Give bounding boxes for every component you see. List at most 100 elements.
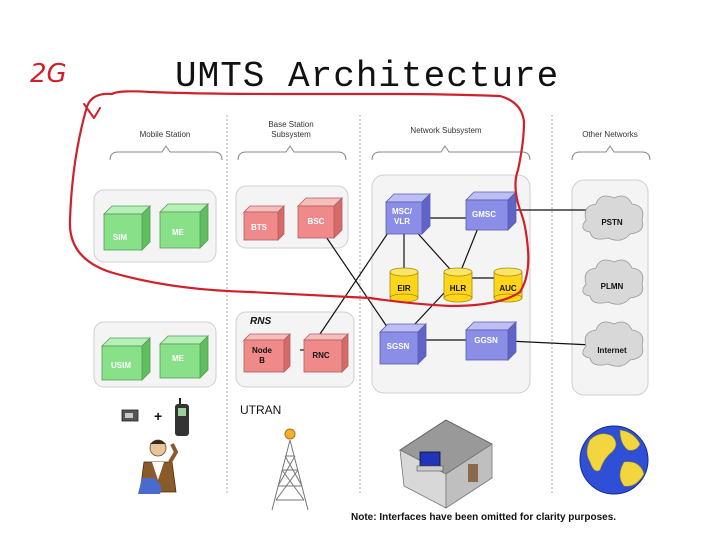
- me-umts-side: [199, 335, 209, 379]
- bsc-label: BSC: [308, 217, 325, 226]
- rnc-box: RNC: [303, 333, 349, 373]
- ggsn-label: GGSN: [474, 336, 498, 345]
- rnc-top: [303, 333, 349, 341]
- me-gsm-box: ME: [159, 203, 209, 249]
- usim-side: [141, 337, 151, 381]
- nodeb-top: [243, 333, 291, 341]
- globe-continent-1: [586, 433, 617, 472]
- me-gsm-front: [159, 211, 201, 249]
- nodeb-side: [283, 333, 291, 373]
- ggsn-box: GGSN: [465, 321, 517, 361]
- auc-top: [493, 267, 523, 277]
- plmn-label: PLMN: [601, 282, 624, 291]
- ggsn-top: [465, 321, 517, 331]
- hlr-top: [443, 267, 473, 277]
- bts-side: [277, 205, 285, 241]
- globe-icon: [579, 425, 649, 495]
- gmsc-top: [465, 191, 517, 201]
- internet-cloud: Internet: [582, 321, 644, 367]
- rnc-label: RNC: [312, 351, 330, 360]
- antenna-tower-icon: [271, 428, 309, 511]
- nodeb-label-line2: B: [259, 356, 265, 365]
- hlr-cylinder: HLR: [443, 267, 473, 303]
- msc-vlr-box: MSC/ VLR: [385, 193, 431, 235]
- bts-top: [243, 205, 285, 213]
- msc-label-line2: VLR: [394, 217, 410, 226]
- brace-bss: [237, 145, 347, 161]
- hlr-bottom: [443, 293, 473, 303]
- tower-frame: [271, 439, 309, 511]
- me-umts-box: ME: [159, 335, 209, 379]
- globe-continent-2: [619, 429, 641, 451]
- pstn-cloud: PSTN: [582, 195, 644, 241]
- brace-mobile: [109, 145, 223, 161]
- rnc-front: [303, 339, 343, 373]
- header-bss-line2: Subsystem: [271, 130, 311, 139]
- column-separators: [226, 115, 553, 495]
- footnote: Note: Interfaces have been omitted for c…: [351, 512, 616, 523]
- usim-front: [101, 345, 143, 381]
- plus-sign: +: [154, 408, 162, 424]
- tower-braces: [275, 455, 305, 501]
- brace-network: [371, 145, 531, 161]
- mobile-phone-icon: [175, 398, 189, 436]
- eir-top: [389, 267, 419, 277]
- rns-label: RNS: [250, 316, 271, 327]
- utran-label: UTRAN: [240, 403, 281, 417]
- plmn-cloud-shape: [582, 259, 644, 305]
- header-network-subsystem: Network Subsystem: [410, 126, 481, 135]
- sim-box: SIM: [103, 205, 151, 251]
- nodeb-front: [243, 339, 285, 373]
- gmsc-front: [465, 199, 509, 231]
- sgsn-label: SGSN: [387, 342, 410, 351]
- header-other-networks: Other Networks: [582, 130, 638, 139]
- msc-label-line1: MSC/: [392, 207, 413, 216]
- sim-front: [103, 213, 143, 251]
- header-mobile-station: Mobile Station: [140, 130, 191, 139]
- rnc-side: [341, 333, 349, 373]
- msc-front: [385, 201, 423, 235]
- handwritten-2g-label: 2G: [30, 59, 67, 89]
- usim-box: USIM: [101, 337, 151, 381]
- auc-label: AUC: [499, 284, 517, 293]
- computer-monitor: [419, 451, 441, 467]
- bsc-box: BSC: [297, 197, 343, 239]
- me-umts-front: [159, 343, 201, 379]
- brace-other: [571, 145, 651, 161]
- internet-cloud-shape: [582, 321, 644, 367]
- sim-card-chip: [125, 413, 133, 418]
- sim-side: [141, 205, 151, 251]
- auc-cylinder: AUC: [493, 267, 523, 303]
- person-hair: [150, 440, 166, 444]
- me-gsm-label: ME: [172, 228, 185, 237]
- sgsn-front: [379, 331, 419, 365]
- page-title: UMTS Architecture: [175, 56, 559, 97]
- sgsn-box: SGSN: [379, 323, 427, 365]
- bts-label: BTS: [251, 223, 268, 232]
- header-bss-line1: Base Station: [268, 120, 313, 129]
- sim-card-icon: [121, 409, 139, 422]
- house-icon: [399, 419, 493, 509]
- gmsc-box: GMSC: [465, 191, 517, 231]
- pstn-cloud-shape: [582, 195, 644, 241]
- eir-label: EIR: [397, 284, 411, 293]
- person-pants: [138, 478, 162, 494]
- computer-keyboard: [416, 465, 444, 472]
- usim-label: USIM: [111, 361, 131, 370]
- globe-continent-3: [619, 461, 645, 487]
- link-rnc-msc: [315, 214, 401, 341]
- ggsn-front: [465, 329, 509, 361]
- tower-signal: [284, 428, 296, 440]
- bts-box: BTS: [243, 205, 285, 241]
- me-umts-label: ME: [172, 354, 185, 363]
- hlr-label: HLR: [450, 284, 467, 293]
- red-annotation-loop: [68, 90, 530, 308]
- me-gsm-side: [199, 203, 209, 249]
- gmsc-label: GMSC: [472, 210, 496, 219]
- house-door: [468, 464, 478, 482]
- nodeb-box: Node B: [243, 333, 291, 373]
- pstn-label: PSTN: [601, 218, 623, 227]
- nodeb-label-line1: Node: [252, 346, 273, 355]
- eir-cylinder: EIR: [389, 267, 419, 303]
